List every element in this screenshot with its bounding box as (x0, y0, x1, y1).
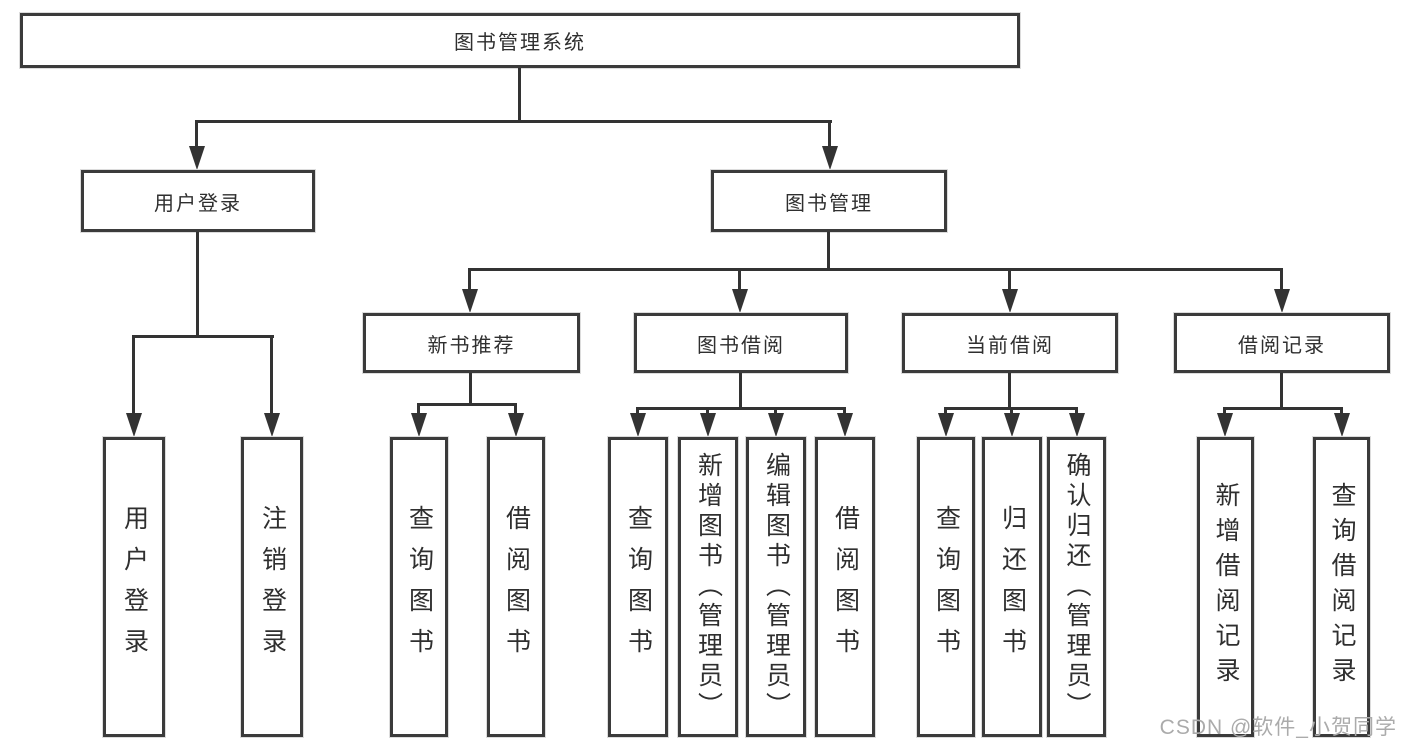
leaf-query-borrow-record: 查询借阅记录 (1313, 437, 1370, 737)
arrow-down-icon (822, 146, 838, 170)
arrow-down-icon (1274, 289, 1290, 313)
arrow-down-icon (462, 289, 478, 313)
leaf-confirm-return-admin: 确认归还（管理员） (1047, 437, 1106, 737)
arrow-down-icon (508, 413, 524, 437)
connector-line (843, 407, 846, 415)
leaf-borrow-books-recommend: 借阅图书 (487, 437, 545, 737)
arrow-down-icon (1069, 413, 1085, 437)
leaf-query-books-borrowing: 查询图书 (608, 437, 668, 737)
node-label: 确认归还（管理员） (1063, 452, 1091, 722)
node-label: 新增借阅记录 (1212, 482, 1240, 692)
node-new-book-recommendation: 新书推荐 (363, 313, 580, 373)
node-label: 查询图书 (932, 505, 961, 669)
connector-line (828, 120, 831, 148)
node-label: 编辑图书（管理员） (762, 452, 791, 722)
connector-line (1075, 407, 1078, 415)
connector-line (1340, 407, 1343, 415)
leaf-query-books-current: 查询图书 (917, 437, 975, 737)
connector-line (706, 407, 709, 415)
node-label: 查询图书 (624, 505, 653, 669)
connector-line (518, 68, 521, 120)
leaf-user-login: 用户登录 (103, 437, 165, 737)
node-book-borrowing: 图书借阅 (634, 313, 848, 373)
connector-line (417, 403, 420, 413)
connector-line (132, 335, 135, 413)
node-label: 用户登录 (154, 192, 242, 215)
node-label: 归还图书 (998, 505, 1027, 669)
arrow-down-icon (630, 413, 646, 437)
arrow-down-icon (189, 146, 205, 170)
connector-line (774, 407, 777, 415)
connector-line (636, 407, 639, 415)
leaf-logout: 注销登录 (241, 437, 303, 737)
arrow-down-icon (837, 413, 853, 437)
node-label: 新书推荐 (427, 334, 516, 357)
connector-line (1010, 407, 1013, 415)
arrow-down-icon (126, 413, 142, 437)
connector-line (1280, 268, 1283, 289)
leaf-return-books: 归还图书 (982, 437, 1042, 737)
leaf-query-books-recommend: 查询图书 (390, 437, 448, 737)
node-label: 借阅图书 (831, 505, 860, 669)
arrow-down-icon (411, 413, 427, 437)
connector-line (196, 232, 199, 335)
connector-line (944, 407, 947, 415)
arrow-down-icon (938, 413, 954, 437)
arrow-down-icon (1002, 289, 1018, 313)
leaf-add-books-admin: 新增图书（管理员） (678, 437, 738, 737)
leaf-edit-books-admin: 编辑图书（管理员） (746, 437, 806, 737)
connector-line (1280, 373, 1283, 407)
connector-line (514, 403, 517, 413)
node-label: 借阅图书 (502, 505, 531, 669)
connector-line (738, 268, 741, 289)
node-label: 查询图书 (405, 505, 434, 669)
node-user-login: 用户登录 (81, 170, 315, 232)
arrow-down-icon (1334, 413, 1350, 437)
connector-line (1223, 407, 1343, 410)
connector-line (1223, 407, 1226, 415)
arrow-down-icon (1004, 413, 1020, 437)
node-label: 图书借阅 (697, 334, 785, 357)
leaf-add-borrow-record: 新增借阅记录 (1197, 437, 1254, 737)
node-book-management: 图书管理 (711, 170, 947, 232)
connector-line (417, 403, 517, 406)
node-label: 当前借阅 (966, 334, 1054, 357)
leaf-borrow-books: 借阅图书 (815, 437, 875, 737)
connector-line (132, 335, 274, 338)
node-label: 图书管理 (785, 192, 873, 215)
connector-line (195, 120, 198, 148)
arrow-down-icon (1217, 413, 1233, 437)
arrow-down-icon (700, 413, 716, 437)
connector-line (270, 335, 273, 413)
node-label: 借阅记录 (1238, 334, 1326, 357)
connector-line (1008, 373, 1011, 407)
node-library-management-system: 图书管理系统 (20, 13, 1020, 68)
connector-line (196, 120, 832, 123)
connector-line (469, 268, 1283, 271)
node-borrowing-records: 借阅记录 (1174, 313, 1390, 373)
arrow-down-icon (768, 413, 784, 437)
node-label: 查询借阅记录 (1328, 482, 1356, 692)
csdn-watermark: CSDN @软件_小贺同学 (1159, 716, 1397, 739)
node-current-borrowing: 当前借阅 (902, 313, 1118, 373)
node-label: 图书管理系统 (454, 32, 586, 54)
connector-line (1008, 268, 1011, 289)
connector-line (827, 232, 830, 268)
connector-line (739, 373, 742, 407)
connector-line (469, 373, 472, 403)
node-label: 注销登录 (258, 505, 287, 669)
connector-line (636, 407, 846, 410)
arrow-down-icon (732, 289, 748, 313)
node-label: 用户登录 (120, 505, 149, 669)
node-label: 新增图书（管理员） (694, 452, 723, 722)
arrow-down-icon (264, 413, 280, 437)
connector-line (468, 268, 471, 289)
